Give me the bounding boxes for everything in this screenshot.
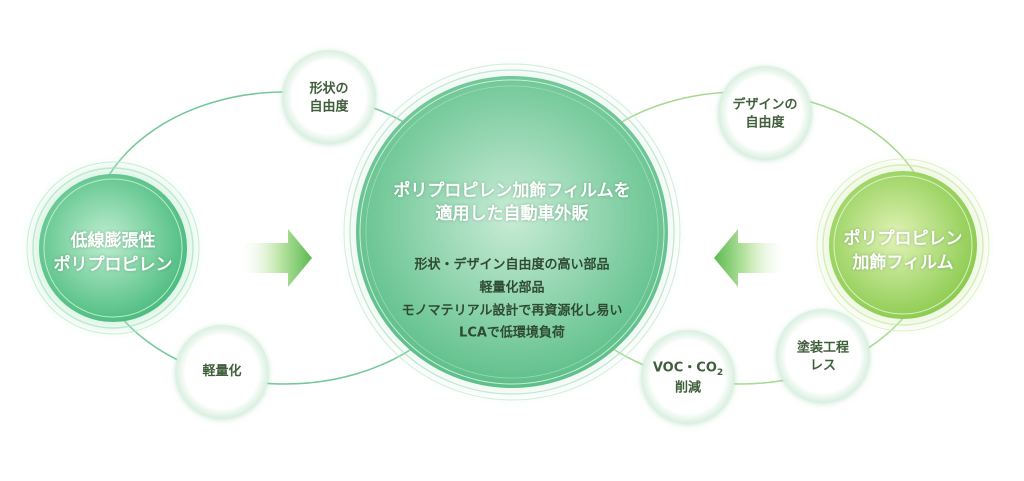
center-benefit-item: モノマテリアル設計で再資源化し易い [401, 303, 623, 318]
left-main-label: 低線膨張性 ポリプロピレン [54, 230, 173, 278]
weight-reduction-line1: 軽量化 [202, 364, 242, 380]
coating-less-line2: レス [809, 358, 837, 373]
voc-co2-prefix: VOC・CO [652, 360, 717, 376]
left-main-circle [26, 161, 200, 335]
design-freedom-line1: デザインの [732, 97, 798, 113]
design-freedom-circle [718, 66, 812, 160]
voc-co2-label: VOC・CO2 削減 [653, 359, 723, 396]
shape-freedom-line2: 自由度 [309, 99, 349, 114]
center-benefit-item: LCAで低環境負荷 [459, 325, 565, 341]
design-freedom-label: デザインの 自由度 [732, 96, 797, 131]
center-circle [343, 63, 681, 401]
voc-co2-line1: VOC・CO2 [653, 359, 723, 379]
coating-less-circle [776, 309, 870, 403]
arrow-right-icon [238, 229, 312, 287]
right-main-line2: 加飾フィルム [852, 253, 954, 273]
shape-freedom-label: 形状の 自由度 [309, 80, 348, 115]
right-main-circle [816, 158, 990, 332]
shape-freedom-circle [282, 50, 376, 144]
weight-reduction-circle [175, 325, 269, 419]
coating-less-line1: 塗装工程 [796, 340, 850, 356]
center-benefit-item: 軽量化部品 [479, 280, 545, 296]
coating-less-label: 塗装工程 レス [797, 339, 849, 374]
right-main-line1: ポリプロピレン [843, 229, 963, 250]
left-main-line1: 低線膨張性 [70, 231, 156, 252]
voc-co2-circle [641, 330, 735, 424]
voc-co2-subscript: 2 [716, 367, 724, 378]
weight-reduction-label: 軽量化 [202, 363, 241, 381]
right-main-label: ポリプロピレン 加飾フィルム [844, 228, 963, 276]
center-title-line2: 適用した自動車外販 [435, 204, 589, 224]
design-freedom-line2: 自由度 [745, 115, 785, 130]
left-main-line2: ポリプロピレン [53, 255, 173, 275]
arrow-left-icon [714, 229, 788, 287]
center-title: ポリプロピレン加飾フィルムを 適用した自動車外販 [393, 180, 630, 226]
voc-co2-line2: 削減 [674, 380, 702, 396]
shape-freedom-line1: 形状の [309, 81, 349, 97]
center-benefit-list: 形状・デザイン自由度の高い部品 軽量化部品 モノマテリアル設計で再資源化し易い … [402, 255, 623, 346]
center-benefit-item: 形状・デザイン自由度の高い部品 [414, 257, 610, 273]
center-title-line1: ポリプロピレン加飾フィルムを [393, 181, 631, 202]
